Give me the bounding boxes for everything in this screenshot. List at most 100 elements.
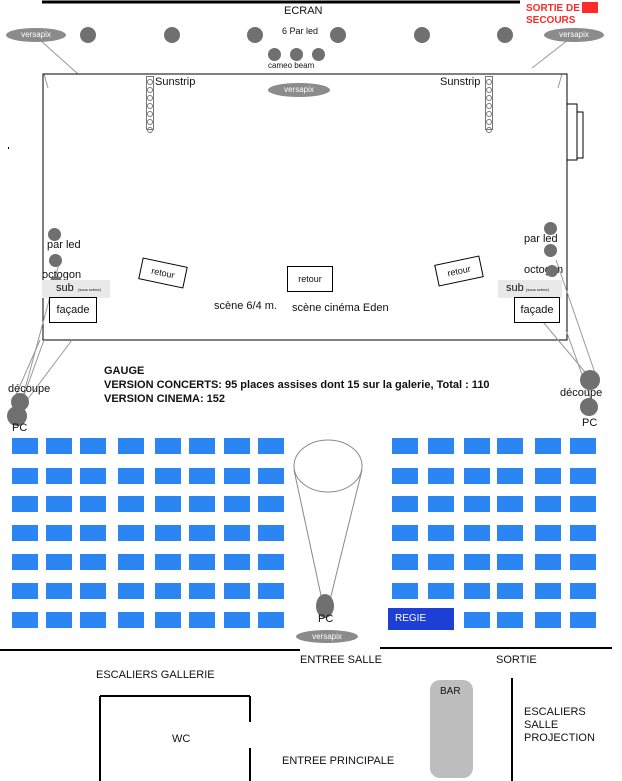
gauge-cinema: VERSION CINEMA: 152	[104, 393, 226, 405]
seat	[80, 525, 106, 541]
seat	[224, 468, 250, 484]
par-led-right-lamp-2	[544, 244, 557, 257]
bar: BAR	[430, 680, 473, 778]
seat	[224, 496, 250, 512]
seat	[189, 612, 215, 628]
seat	[189, 554, 215, 570]
par-led-right-lamp-1	[544, 222, 557, 235]
seat	[224, 583, 250, 599]
seat	[118, 438, 144, 454]
seat	[46, 583, 72, 599]
stage-size: scène 6/4 m.	[214, 300, 277, 312]
entree-salle-label: ENTREE SALLE	[300, 654, 382, 666]
pc-cone-left	[293, 469, 323, 601]
pc-right-label: PC	[582, 417, 598, 429]
seat	[535, 612, 561, 628]
seat	[258, 554, 284, 570]
par-led-top-4	[330, 27, 346, 43]
seat	[392, 438, 418, 454]
seat	[464, 438, 490, 454]
facade-left: façade	[49, 297, 97, 323]
facade-right: façade	[514, 297, 560, 323]
seat	[155, 583, 181, 599]
seat	[46, 554, 72, 570]
seat	[189, 496, 215, 512]
seat	[570, 438, 596, 454]
seat	[464, 468, 490, 484]
stage-side-door	[566, 103, 578, 161]
seat	[392, 496, 418, 512]
seat	[570, 612, 596, 628]
seat	[118, 583, 144, 599]
octogon-left-label: octogon	[42, 269, 82, 281]
seat	[80, 583, 106, 599]
seat	[392, 468, 418, 484]
seat	[155, 496, 181, 512]
pc-left-lamp	[7, 406, 27, 426]
stage-side-door-inner	[576, 111, 584, 159]
seat	[258, 438, 284, 454]
seat	[80, 554, 106, 570]
octogon-left-lamp	[49, 254, 62, 267]
emergency-exit-line2: SECOURS	[526, 15, 576, 26]
par-led-right-label: par led	[524, 233, 558, 245]
versapix-bottom: versapix	[296, 630, 358, 643]
par-led-top-3	[247, 27, 263, 43]
pc-right-lamp	[580, 398, 598, 416]
seat	[497, 525, 523, 541]
seat	[46, 525, 72, 541]
sunstrip-left	[146, 76, 154, 133]
versapix-top-right: versapix	[544, 28, 604, 42]
seat	[155, 468, 181, 484]
seat	[497, 554, 523, 570]
emergency-exit-label: SORTIE DE SECOURS	[526, 3, 580, 27]
emergency-exit-line1: SORTIE DE	[526, 3, 580, 14]
escaliers-gallerie-label: ESCALIERS GALLERIE	[96, 669, 215, 681]
seat	[497, 438, 523, 454]
sunstrip-right	[485, 76, 493, 133]
regie-label: REGIE	[395, 613, 427, 624]
gauge-block: GAUGE VERSION CONCERTS: 95 places assise…	[104, 364, 490, 406]
seat	[80, 612, 106, 628]
par-led-top-5	[414, 27, 430, 43]
seat	[12, 438, 38, 454]
decoupe-right-lamp	[580, 370, 600, 390]
seat	[428, 468, 454, 484]
seat	[497, 583, 523, 599]
seat	[12, 583, 38, 599]
seat	[428, 554, 454, 570]
seat	[392, 583, 418, 599]
seat	[189, 583, 215, 599]
retour-center: retour	[287, 266, 333, 292]
seat	[155, 438, 181, 454]
screen-label: ECRAN	[284, 5, 323, 17]
pc-center-beam-spot	[293, 439, 363, 493]
seat	[535, 496, 561, 512]
sunstrip-right-label: Sunstrip	[440, 76, 481, 88]
seat	[46, 468, 72, 484]
escaliers-projection-line1: ESCALIERS	[524, 706, 586, 718]
emergency-exit-marker	[582, 2, 598, 13]
pc-left-label: PC	[12, 422, 28, 434]
seat	[464, 525, 490, 541]
pc-cone-right	[329, 469, 363, 601]
seat	[155, 612, 181, 628]
seat	[189, 438, 215, 454]
truss-line-left	[39, 39, 79, 75]
sortie-label: SORTIE	[496, 654, 537, 666]
seat	[464, 496, 490, 512]
seat	[12, 468, 38, 484]
bar-label: BAR	[440, 686, 461, 697]
par-led-top-label: 6 Par led	[282, 26, 319, 36]
entree-principale-label: ENTREE PRINCIPALE	[282, 755, 395, 767]
seat	[464, 612, 490, 628]
seat	[224, 612, 250, 628]
sub-right-note: (sous scène)	[526, 287, 549, 292]
par-led-top-6	[497, 27, 513, 43]
seat	[189, 525, 215, 541]
seat	[535, 468, 561, 484]
seat	[258, 525, 284, 541]
seat	[118, 612, 144, 628]
